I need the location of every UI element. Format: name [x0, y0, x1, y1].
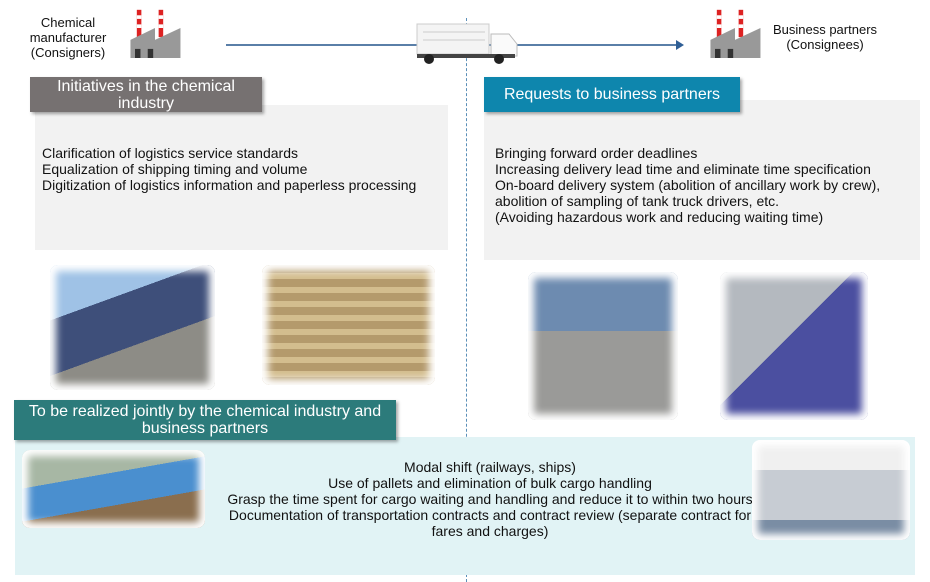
- ro-ro-ship-photo: [752, 440, 910, 540]
- bottom-item: Documentation of transportation contract…: [228, 507, 752, 539]
- right-item: Increasing delivery lead time and elimin…: [495, 161, 871, 177]
- bottom-heading: To be realized jointly by the chemical i…: [14, 400, 396, 440]
- left-item: Digitization of logistics information an…: [42, 177, 417, 193]
- left-heading: Initiatives in the chemical industry: [30, 77, 262, 112]
- right-heading: Requests to business partners: [484, 77, 740, 112]
- consignee-label: Business partners (Consignees): [772, 22, 878, 52]
- arrowhead-icon: [676, 40, 684, 50]
- factory-icon: [710, 9, 761, 58]
- bottom-item: Grasp the time spent for cargo waiting a…: [227, 491, 753, 507]
- center-divider: [466, 18, 467, 582]
- freight-train-photo: [22, 450, 205, 528]
- right-item: On-board delivery system (abolition of a…: [495, 177, 881, 209]
- bottom-item: Use of pallets and elimination of bulk c…: [328, 475, 652, 491]
- truck-icon: [416, 23, 518, 64]
- sampling-photo: [720, 272, 868, 420]
- bottom-item: Modal shift (railways, ships): [404, 459, 576, 475]
- pallet-bags-photo: [262, 265, 435, 385]
- left-item: Clarification of logistics service stand…: [42, 145, 298, 161]
- tank-truck-climb-photo: [528, 272, 678, 420]
- truck-loading-photo: [50, 265, 215, 390]
- right-item: Bringing forward order deadlines: [495, 145, 698, 161]
- factory-icon: [130, 9, 181, 58]
- consigner-label: Chemical manufacturer (Consigners): [29, 15, 107, 60]
- right-item: (Avoiding hazardous work and reducing wa…: [495, 209, 824, 225]
- left-panel: Clarification of logistics service stand…: [35, 105, 448, 250]
- right-panel: Bringing forward order deadlines Increas…: [484, 100, 920, 260]
- left-item: Equalization of shipping timing and volu…: [42, 161, 308, 177]
